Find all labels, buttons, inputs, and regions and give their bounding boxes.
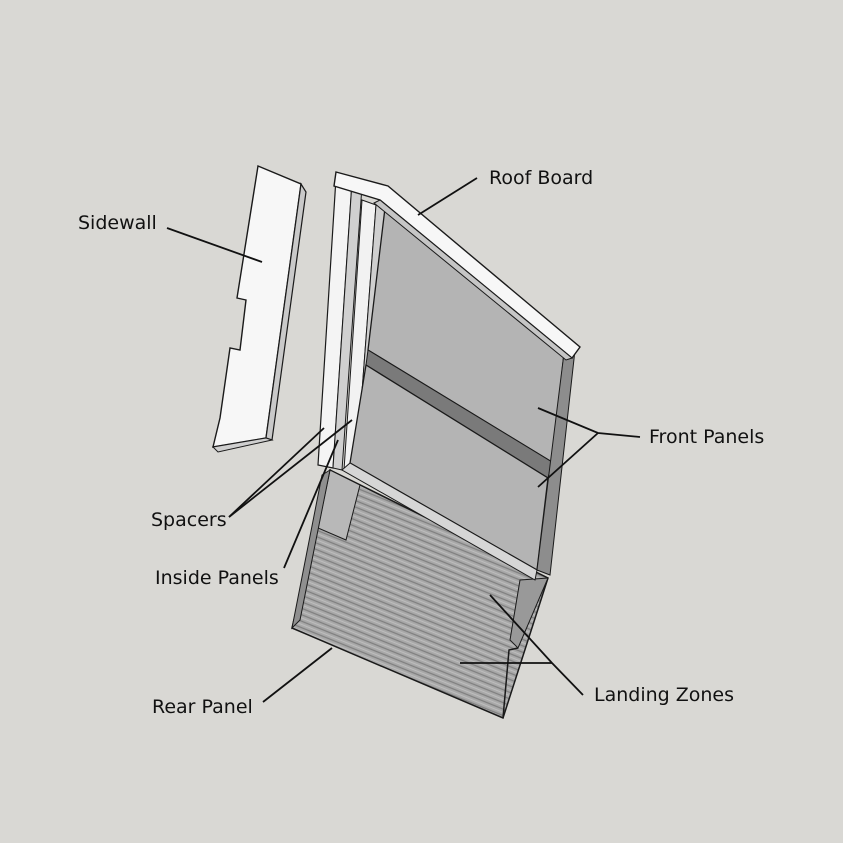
leader-lines bbox=[166, 177, 641, 703]
label-inside-panels: Inside Panels bbox=[155, 567, 279, 589]
label-sidewall: Sidewall bbox=[78, 212, 157, 234]
rear-panel bbox=[291, 468, 549, 720]
label-spacers: Spacers bbox=[151, 509, 227, 531]
front-panels bbox=[341, 206, 576, 581]
leader-front-panels-2 bbox=[537, 432, 599, 488]
sidewall bbox=[211, 165, 307, 453]
roof-board bbox=[333, 171, 581, 361]
leader-spacers bbox=[228, 427, 325, 518]
leader-sidewall bbox=[166, 227, 263, 263]
label-rear-panel: Rear Panel bbox=[152, 696, 253, 718]
leader-rear-panel bbox=[262, 647, 333, 703]
label-landing-zones: Landing Zones bbox=[594, 684, 735, 706]
label-roof-board: Roof Board bbox=[489, 167, 594, 189]
label-front-panels: Front Panels bbox=[649, 426, 765, 448]
leader-inside-panels bbox=[283, 439, 339, 569]
leader-spacers-2 bbox=[228, 419, 353, 518]
leader-roof-board bbox=[417, 177, 478, 216]
